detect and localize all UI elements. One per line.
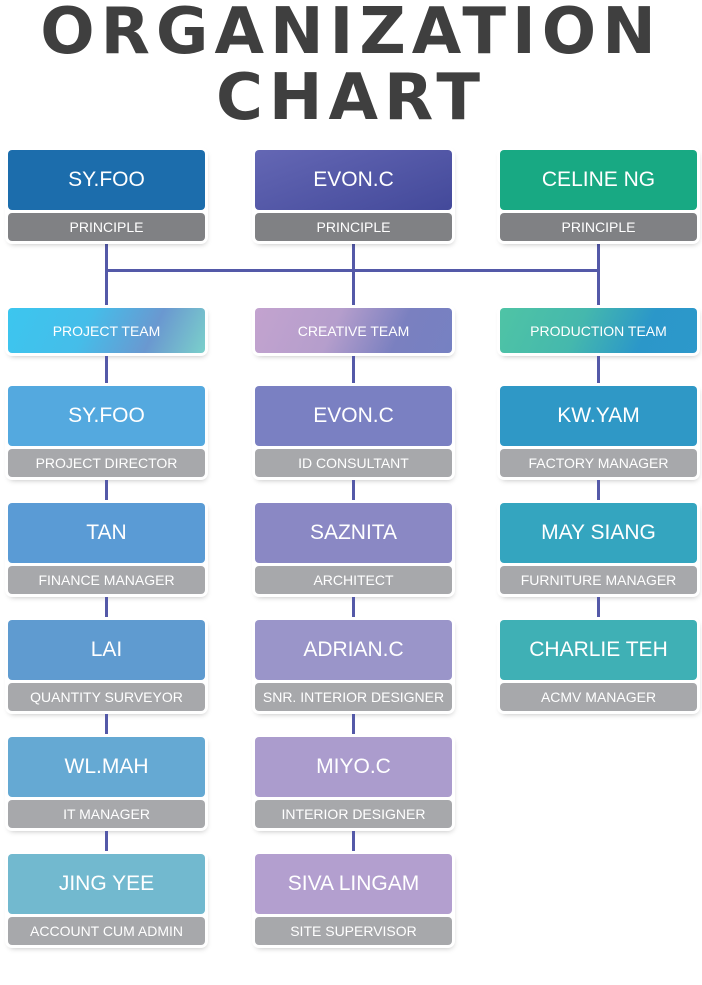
connector-member (104, 480, 108, 503)
member-card[interactable]: MAY SIANG FURNITURE MANAGER (500, 503, 697, 594)
member-card[interactable]: WL.MAH IT MANAGER (8, 737, 205, 828)
member-card[interactable]: SY.FOO PROJECT DIRECTOR (8, 386, 205, 477)
person-name: SY.FOO (8, 150, 205, 210)
person-name: MIYO.C (255, 737, 452, 797)
team-header-creative-team[interactable]: CREATIVE TEAM (255, 308, 452, 353)
member-card[interactable]: SIVA LINGAM SITE SUPERVISOR (255, 854, 452, 945)
person-name: SAZNITA (255, 503, 452, 563)
connector-member (104, 831, 108, 854)
person-name: KW.YAM (500, 386, 697, 446)
person-name: EVON.C (255, 386, 452, 446)
principal-card-3[interactable]: CELINE NG PRINCIPLE (500, 150, 697, 241)
person-role: FINANCE MANAGER (8, 566, 205, 594)
person-name: CHARLIE TEH (500, 620, 697, 680)
person-name: ADRIAN.C (255, 620, 452, 680)
person-role: IT MANAGER (8, 800, 205, 828)
connector-member (351, 831, 355, 854)
principal-card-2[interactable]: EVON.C PRINCIPLE (255, 150, 452, 241)
member-card[interactable]: SAZNITA ARCHITECT (255, 503, 452, 594)
person-role: INTERIOR DESIGNER (255, 800, 452, 828)
member-card[interactable]: MIYO.C INTERIOR DESIGNER (255, 737, 452, 828)
member-card[interactable]: TAN FINANCE MANAGER (8, 503, 205, 594)
person-name: LAI (8, 620, 205, 680)
chart-title-line-1: ORGANIZATION (40, 0, 662, 69)
chart-title-line-2: CHART (215, 61, 487, 135)
person-role: FURNITURE MANAGER (500, 566, 697, 594)
member-card[interactable]: EVON.C ID CONSULTANT (255, 386, 452, 477)
person-name: EVON.C (255, 150, 452, 210)
connector-member (351, 714, 355, 737)
person-role: ID CONSULTANT (255, 449, 452, 477)
person-role: FACTORY MANAGER (500, 449, 697, 477)
team-header-project-team[interactable]: PROJECT TEAM (8, 308, 205, 353)
member-card[interactable]: KW.YAM FACTORY MANAGER (500, 386, 697, 477)
person-role: SITE SUPERVISOR (255, 917, 452, 945)
person-role: ACMV MANAGER (500, 683, 697, 711)
person-role: QUANTITY SURVEYOR (8, 683, 205, 711)
person-name: SIVA LINGAM (255, 854, 452, 914)
principal-card-1[interactable]: SY.FOO PRINCIPLE (8, 150, 205, 241)
connector-team-3 (596, 356, 600, 386)
connector-member (351, 597, 355, 620)
person-name: MAY SIANG (500, 503, 697, 563)
person-role: PRINCIPLE (500, 213, 697, 241)
connector-member (596, 480, 600, 503)
connector-team-2 (351, 356, 355, 386)
connector-principal-3 (596, 241, 600, 308)
person-name: WL.MAH (8, 737, 205, 797)
connector-principal-1 (104, 241, 108, 308)
person-role: PROJECT DIRECTOR (8, 449, 205, 477)
person-role: ARCHITECT (255, 566, 452, 594)
team-header-production-team[interactable]: PRODUCTION TEAM (500, 308, 697, 353)
connector-team-1 (104, 356, 108, 386)
connector-member (351, 480, 355, 503)
person-role: PRINCIPLE (8, 213, 205, 241)
connector-member (104, 714, 108, 737)
connector-principal-2 (351, 241, 355, 308)
person-role: ACCOUNT CUM ADMIN (8, 917, 205, 945)
connector-member (104, 597, 108, 620)
person-name: JING YEE (8, 854, 205, 914)
member-card[interactable]: LAI QUANTITY SURVEYOR (8, 620, 205, 711)
connector-member (596, 597, 600, 620)
connector-horizontal-bar (104, 269, 600, 272)
person-name: CELINE NG (500, 150, 697, 210)
person-role: SNR. INTERIOR DESIGNER (255, 683, 452, 711)
member-card[interactable]: JING YEE ACCOUNT CUM ADMIN (8, 854, 205, 945)
member-card[interactable]: CHARLIE TEH ACMV MANAGER (500, 620, 697, 711)
person-name: SY.FOO (8, 386, 205, 446)
member-card[interactable]: ADRIAN.C SNR. INTERIOR DESIGNER (255, 620, 452, 711)
person-role: PRINCIPLE (255, 213, 452, 241)
person-name: TAN (8, 503, 205, 563)
